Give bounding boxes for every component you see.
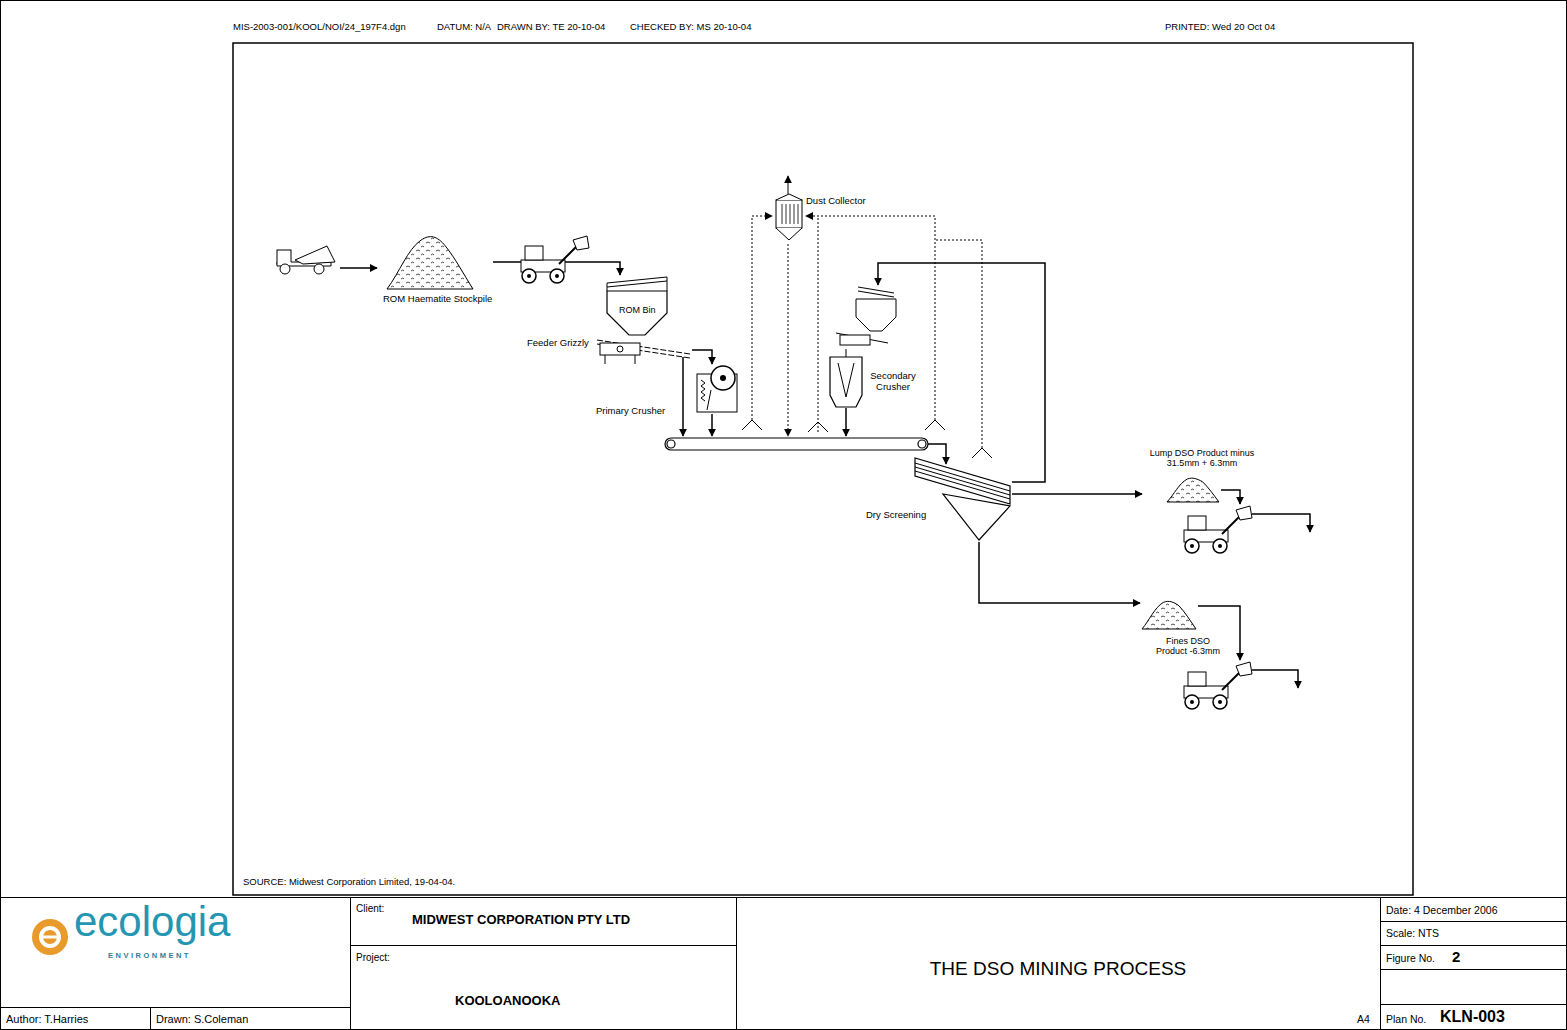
sheet-size: A4 — [1357, 1013, 1370, 1025]
equipment-label: Primary Crusher — [596, 406, 665, 417]
jaw-crusher: Primary Crusher — [596, 364, 741, 417]
equipment-label: Lump DSO Product minus 31.5mm + 6.3mm — [1142, 448, 1262, 469]
stockpile-icon — [385, 232, 475, 290]
field-name: Client: — [356, 903, 384, 915]
equipment-label: Feeder Grizzly — [527, 338, 589, 349]
checked-note: CHECKED BY: MS 20-10-04 — [630, 22, 751, 33]
front-end-loader — [1184, 662, 1252, 709]
dust-collector-icon — [774, 194, 804, 244]
stockpile: ROM Haematite Stockpile — [383, 232, 493, 305]
source-note: SOURCE: Midwest Corporation Limited, 19-… — [243, 877, 455, 888]
belt-conveyor — [665, 438, 928, 450]
datum-note: DATUM: N/A — [437, 22, 491, 33]
client-name: MIDWEST CORPORATION PTY LTD — [412, 913, 630, 928]
flow-lines — [340, 268, 1310, 688]
feeder-grizzly-icon — [597, 334, 692, 364]
secondary-crusher: Secondary Crusher — [828, 285, 920, 410]
front-end-loader — [521, 236, 589, 283]
dust-extraction-lines — [752, 176, 982, 448]
flow-connector — [979, 542, 1140, 603]
field-name: Figure No. — [1386, 952, 1435, 964]
equipment-label: Secondary Crusher — [866, 371, 920, 393]
file-reference: MIS-2003-001/KOOL/NOI/24_197F4.dgn — [233, 22, 406, 33]
company-logo-subtext: ENVIRONMENT — [108, 952, 191, 961]
equipment-label: Fines DSO Product -6.3mm — [1150, 636, 1226, 657]
title-block-lines — [0, 897, 1567, 1030]
drawn-field: Drawn: S.Coleman — [156, 1013, 248, 1026]
feeder-grizzly: Feeder Grizzly — [527, 334, 692, 364]
equipment-label: Dust Collector — [806, 196, 866, 207]
field-name: Project: — [356, 952, 390, 964]
fines-product-stockpile-icon — [1140, 598, 1198, 630]
diagram-title: THE DSO MINING PROCESS — [736, 958, 1380, 980]
jaw-crusher-icon — [693, 364, 741, 414]
field-name: Plan No. — [1386, 1013, 1426, 1025]
equipment-label: ROM Haematite Stockpile — [383, 294, 492, 305]
front-end-loader — [1184, 506, 1252, 553]
drawn-note: DRAWN BY: TE 20-10-04 — [497, 22, 605, 33]
vibrating-screen: Dry Screening — [866, 458, 1012, 542]
plan-number: KLN-003 — [1440, 1008, 1505, 1026]
flow-connector — [1012, 493, 1142, 495]
date-field: Date: 4 December 2006 — [1386, 904, 1497, 916]
scale-field: Scale: NTS — [1386, 927, 1439, 939]
dust-collector: Dust Collector — [774, 194, 866, 244]
ecologia-logo-mark — [32, 919, 68, 955]
author-field: Author: T.Harries — [6, 1013, 88, 1026]
lump-product-stockpile-icon — [1165, 475, 1221, 503]
printed-note: PRINTED: Wed 20 Oct 04 — [1165, 22, 1275, 33]
lump-product-stockpile: Lump DSO Product minus 31.5mm + 6.3mm — [1142, 448, 1262, 503]
equipment-label: ROM Bin — [619, 305, 656, 315]
equipment-label: Dry Screening — [866, 510, 926, 521]
company-logo-text: ecologia — [74, 898, 230, 946]
project-name: KOOLOANOOKA — [455, 994, 560, 1009]
figure-number: 2 — [1452, 948, 1460, 965]
vibrating-screen-icon — [915, 458, 1012, 542]
fines-product-stockpile: Fines DSO Product -6.3mm — [1140, 598, 1226, 657]
flow-connector — [692, 350, 712, 364]
dump-truck — [277, 246, 335, 274]
rom-bin: ROM Bin — [605, 275, 669, 337]
